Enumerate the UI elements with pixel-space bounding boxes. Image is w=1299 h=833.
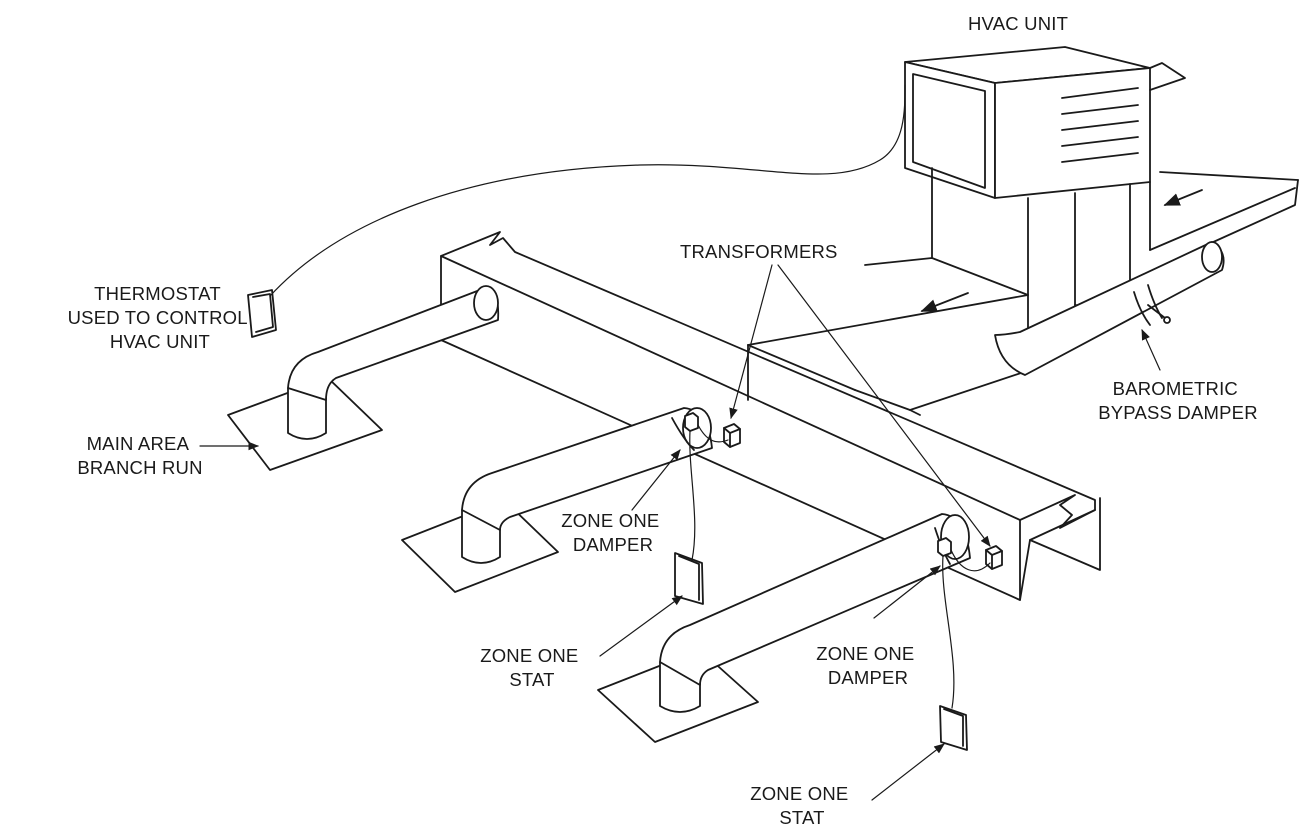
labels: HVAC UNIT TRANSFORMERS THERMOSTAT USED T… [68,13,1258,828]
label-zone-stat-2: ZONE ONE STAT [750,783,854,828]
hvac-louvers [1061,87,1139,163]
label-barometric: BAROMETRIC BYPASS DAMPER [1098,378,1258,423]
label-hvac-unit: HVAC UNIT [968,13,1068,34]
label-zone-damper-1: ZONE ONE DAMPER [561,510,665,555]
label-thermostat-line-2: USED TO CONTROL [68,307,248,328]
transformer-1 [723,423,741,448]
hvac-unit [904,46,1186,199]
transformer-2 [985,545,1003,570]
label-barometric-line-1: BAROMETRIC [1113,378,1238,399]
label-zone-stat-2-line-1: ZONE ONE [750,783,848,804]
label-zone-stat-2-line-2: STAT [779,807,824,828]
label-transformers: TRANSFORMERS [680,241,838,262]
label-thermostat-line-1: THERMOSTAT [94,283,220,304]
control-wiring [269,84,991,709]
leader-lines [199,264,1161,801]
flow-arrows [920,189,1203,312]
label-zone-damper-2: ZONE ONE DAMPER [816,643,920,688]
branch-main-area [227,285,500,471]
label-thermostat: THERMOSTAT USED TO CONTROL HVAC UNIT [68,283,253,352]
damper-motor-2 [937,537,952,557]
label-main-area: MAIN AREA BRANCH RUN [77,433,202,478]
label-zone-stat-1-line-1: ZONE ONE [480,645,578,666]
label-main-area-line-2: BRANCH RUN [77,457,202,478]
branch-zone-one-a [401,407,713,593]
damper-motor-1 [684,412,699,432]
hvac-drops [747,167,1299,391]
label-zone-stat-1: ZONE ONE STAT [480,645,584,690]
label-zone-damper-1-line-1: ZONE ONE [561,510,659,531]
branch-zone-one-b [597,513,971,743]
label-main-area-line-1: MAIN AREA [87,433,190,454]
label-zone-stat-1-line-2: STAT [509,669,554,690]
label-zone-damper-2-line-2: DAMPER [828,667,908,688]
thermostat-hvac [247,289,277,338]
zone-stat-2 [939,705,968,751]
label-zone-damper-1-line-2: DAMPER [573,534,653,555]
label-zone-damper-2-line-1: ZONE ONE [816,643,914,664]
label-thermostat-line-3: HVAC UNIT [110,331,210,352]
zone-stat-1 [674,552,704,605]
main-trunk-duct [440,231,1101,601]
bypass-duct [994,241,1225,376]
label-barometric-line-2: BYPASS DAMPER [1098,402,1258,423]
